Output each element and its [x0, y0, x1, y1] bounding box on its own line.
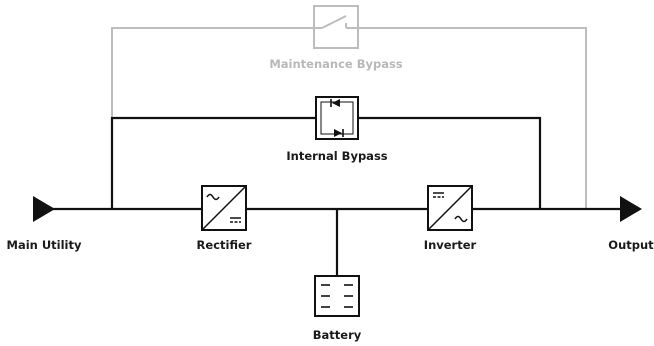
output-arrow-icon: [620, 196, 642, 222]
input-arrow-icon: [33, 196, 55, 222]
inverter-icon: [427, 185, 473, 231]
internal-bypass-path: [110, 116, 542, 209]
internal-bypass-label: Internal Bypass: [286, 149, 387, 163]
maintenance-bypass-switch-icon: [313, 5, 359, 49]
main-utility-label: Main Utility: [7, 238, 82, 252]
inverter-label: Inverter: [424, 238, 477, 252]
output-label: Output: [608, 238, 654, 252]
rectifier-icon: [201, 185, 247, 231]
battery-label: Battery: [313, 328, 362, 342]
rectifier-label: Rectifier: [197, 238, 252, 252]
internal-bypass-switch-icon: [315, 96, 359, 140]
battery-icon: [314, 275, 360, 317]
maintenance-bypass-label: Maintenance Bypass: [269, 57, 402, 71]
